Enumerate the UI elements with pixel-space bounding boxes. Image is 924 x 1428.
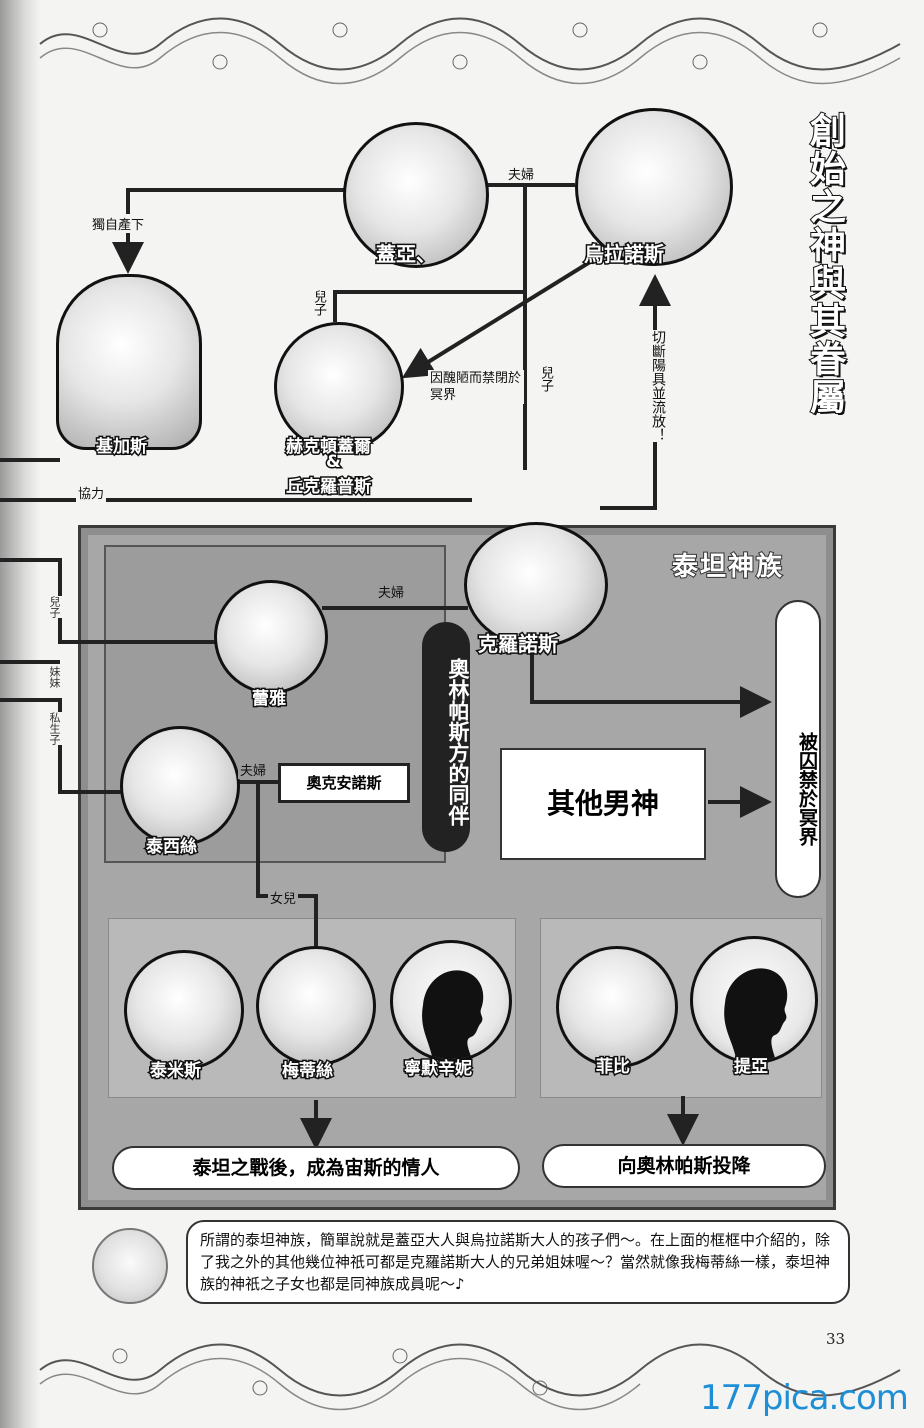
unknown-silhouette-icon [422,970,484,1059]
gaia-portrait [343,122,489,268]
oceanus-box: 奧克安諾斯 [278,763,410,803]
theia-name: 提亞 [733,1056,770,1079]
hecatoncheires-name: 赫克頓蓋爾 [285,436,373,459]
margin-tag-illegitimate: 私生子 [46,712,62,745]
relation-couple-rhea: 夫婦 [376,582,407,601]
cyclops-name: 丘克羅普斯 [285,476,373,499]
commentary-bubble: 所謂的泰坦神族，簡單說就是蓋亞大人與烏拉諾斯大人的孩子們～。在上面的框框中介紹的… [186,1220,850,1304]
relation-daughter: 女兒 [268,888,299,907]
imprisoned-label: 被囚禁於冥界 [775,600,821,898]
gaia-name: 蓋亞、 [375,241,438,268]
relation-son-center: 兒子 [536,366,555,392]
hecatoncheires-portrait [274,322,404,452]
tethys-portrait [120,726,240,846]
olympus-ally-label: 奧林帕斯方的同伴 [422,622,470,852]
relation-self-birth: 獨自產下 [90,214,147,233]
metis-name: 梅蒂絲 [281,1060,335,1083]
relation-castrate-exile: 切斷陽具並流放！ [648,330,668,442]
relation-couple-tethys: 夫婦 [238,760,269,779]
page-title: 創始之神與其眷屬 [803,111,846,417]
relation-son-left: 兒子 [306,290,330,316]
gigas-name: 基加斯 [95,436,149,459]
result-right-label: 向奧林帕斯投降 [542,1144,826,1188]
theia-portrait [690,936,818,1064]
uranus-name: 烏拉諾斯 [583,241,666,268]
margin-tag-sister: 妹妹 [46,666,62,688]
themis-portrait [124,950,244,1070]
unknown-silhouette-icon [724,968,788,1061]
margin-tag-son: 兒子 [46,596,62,618]
tethys-name: 泰西絲 [145,836,199,859]
ampersand-label: & [325,451,343,474]
phoebe-name: 菲比 [595,1056,632,1079]
relation-sealed-note: 因醜陋而禁閉於冥界 [428,370,524,404]
page-gutter-shadow [0,0,40,1428]
metis-avatar [92,1228,168,1304]
relation-couple-top: 夫婦 [506,164,537,183]
uranus-portrait [575,108,733,266]
other-gods-box: 其他男神 [500,748,706,860]
titan-group-label: 泰坦神族 [671,551,785,583]
kronos-portrait [464,522,608,648]
ornament-border-top [39,17,901,85]
mnemosyne-portrait [390,940,512,1062]
mnemosyne-name: 寧默辛妮 [403,1058,474,1081]
themis-name: 泰米斯 [149,1060,203,1083]
gigas-portrait [56,274,202,450]
phoebe-portrait [556,946,678,1068]
rhea-portrait [214,580,328,694]
ornament-border-bottom [39,1343,901,1411]
kronos-name: 克羅諾斯 [477,631,560,658]
watermark: 177pica.com [700,1378,909,1418]
result-left-label: 泰坦之戰後，成為宙斯的情人 [112,1146,520,1190]
metis-portrait [256,946,376,1066]
relation-cooperate: 協力 [76,483,107,502]
page-number: 33 [826,1330,846,1348]
rhea-name: 蕾雅 [251,688,288,711]
